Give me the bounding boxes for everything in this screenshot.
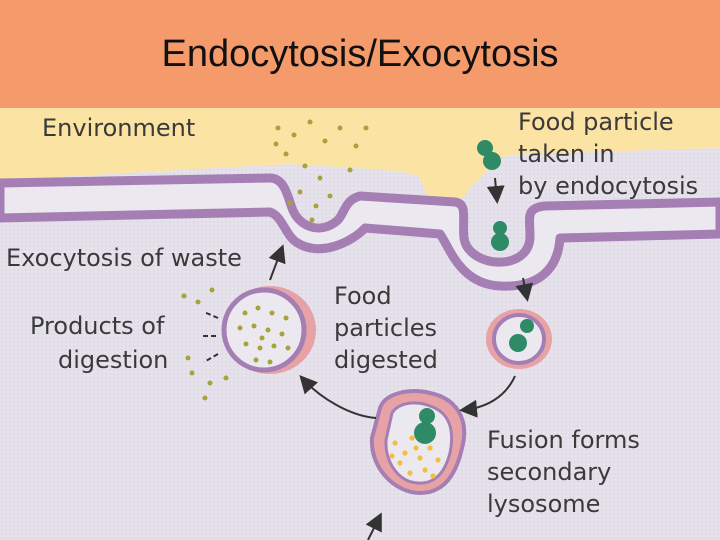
label-exocytosis: Exocytosis of waste [6, 244, 242, 272]
fusion-arrow [459, 375, 516, 418]
secondary-lysosome [369, 389, 467, 496]
label-fusion-3: lysosome [487, 490, 600, 518]
label-fusion-2: secondary [487, 458, 611, 486]
label-digested-1: Food [334, 282, 392, 310]
label-fusion-1: Fusion forms [487, 426, 640, 454]
plasma-membrane [0, 173, 720, 291]
label-products-2: digestion [58, 346, 168, 374]
label-digested-3: digested [334, 346, 438, 374]
slide-title: Endocytosis/Exocytosis [0, 0, 720, 108]
digestion-arrow [299, 375, 377, 419]
vesicle-arrow [515, 277, 534, 302]
label-digested-2: particles [334, 314, 437, 342]
label-environment: Environment [42, 114, 195, 142]
exocytosis-arrow [268, 244, 286, 281]
label-food-particle-1: Food particle [518, 108, 674, 136]
food-vacuole [221, 286, 316, 374]
digestion-products [181, 287, 229, 401]
label-food-particle-3: by endocytosis [518, 172, 698, 200]
label-food-particle-2: taken in [518, 140, 615, 168]
endocytic-vesicle [486, 309, 552, 369]
endocytosis-diagram: Environment Food particle taken in by en… [0, 108, 720, 540]
food-particle-outside [477, 140, 501, 170]
food-particle-invaginating [491, 221, 509, 251]
environment-particles [273, 119, 369, 223]
intake-arrow [486, 177, 505, 204]
environment-region [0, 108, 720, 208]
label-products-1: Products of [30, 312, 165, 340]
lysosome-arrow [365, 512, 382, 540]
